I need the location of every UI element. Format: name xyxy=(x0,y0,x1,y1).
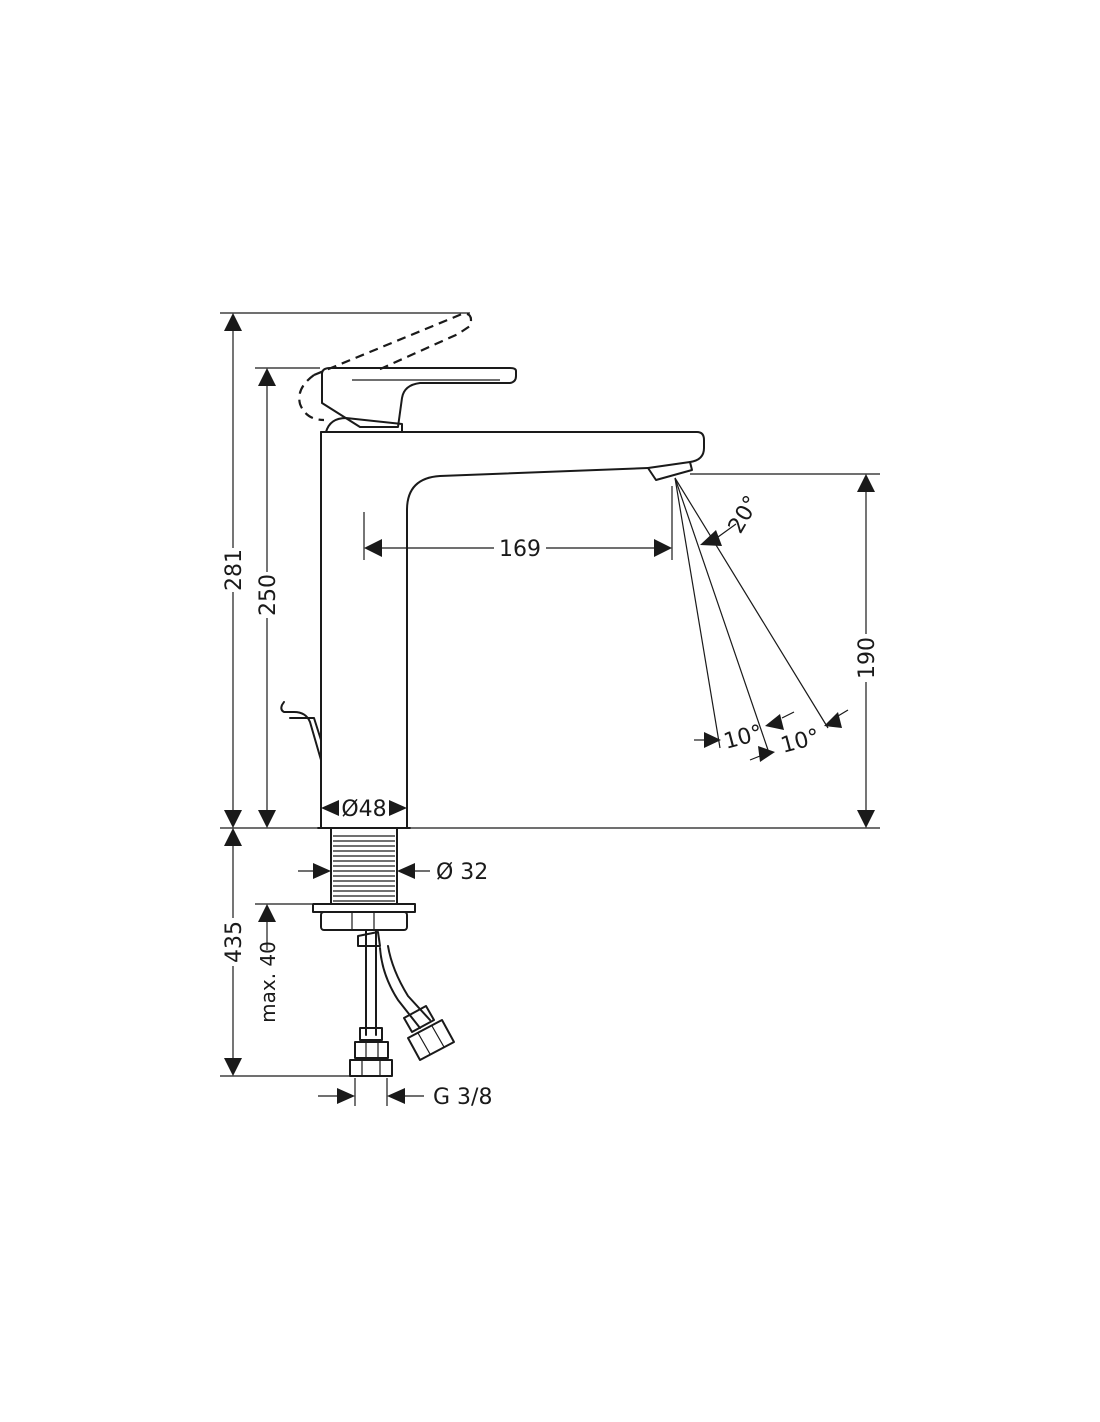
dim-spray-right-label: 10° xyxy=(778,725,822,759)
dim-shank-diameter-label: Ø 32 xyxy=(436,860,488,885)
dim-max-40-label: max. 40 xyxy=(256,941,280,1023)
faucet-body xyxy=(317,431,705,829)
popup-rod xyxy=(280,701,322,761)
dim-250-label: 250 xyxy=(256,574,281,616)
dim-169-label: 169 xyxy=(499,537,541,562)
dim-body-diameter-label: Ø48 xyxy=(341,797,386,822)
lever-handle xyxy=(321,367,517,433)
lever-handle-raised-outline xyxy=(298,312,473,422)
dim-281-label: 281 xyxy=(222,549,247,591)
dimension-lines xyxy=(224,313,875,1104)
dim-435-label: 435 xyxy=(222,921,247,963)
dim-190-label: 190 xyxy=(855,637,880,679)
threaded-shank xyxy=(312,827,416,931)
extension-lines xyxy=(220,312,880,1106)
dim-thread-label: G 3/8 xyxy=(433,1085,492,1110)
spray-cone xyxy=(674,477,829,751)
dim-spray-angle-label: 20° xyxy=(724,492,765,538)
supply-hoses xyxy=(349,929,455,1077)
